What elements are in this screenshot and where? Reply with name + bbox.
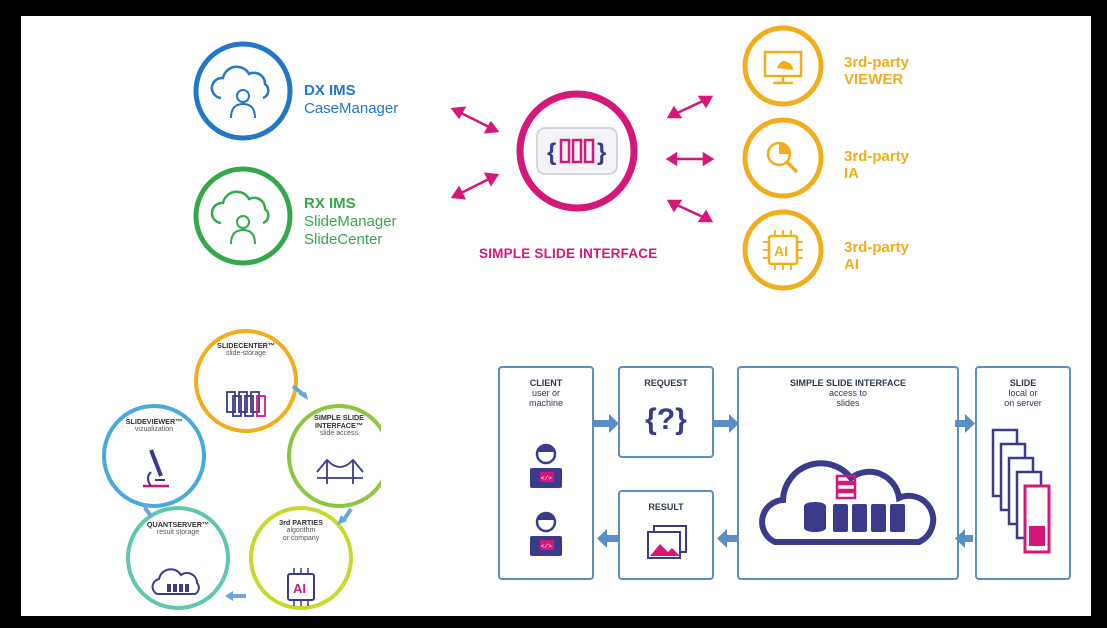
svg-text:</>: </>	[541, 543, 552, 550]
ia-label-1: 3rd-party	[844, 148, 910, 165]
parties-circle	[249, 506, 353, 610]
ia-label-2: IA	[844, 165, 859, 182]
ai-chip-icon: AI	[742, 209, 824, 291]
cloud-server-icon	[759, 460, 937, 545]
svg-text:AI: AI	[774, 243, 788, 259]
simple-slide-interface-label: SIMPLE SLIDE INTERFACE	[479, 246, 658, 261]
viewer-label-2: VIEWER	[844, 71, 904, 88]
rx-ims-title: RX IMS	[304, 195, 356, 212]
machine-icon: </>	[530, 511, 562, 556]
bridge-icon	[316, 458, 364, 484]
rx-ims-subtitle-1: SlideManager	[304, 213, 397, 230]
svg-text:{: {	[547, 139, 556, 166]
rx-ims-subtitle-2: SlideCenter	[304, 231, 383, 248]
microscope-icon	[143, 449, 169, 488]
top-graphics: { } A	[193, 25, 824, 291]
ssi-cycle-text: SIMPLE SLIDE INTERFACE™ slide access	[314, 413, 364, 438]
request-box: REQUEST {?}	[618, 366, 714, 458]
slide-stack-icon	[226, 391, 266, 417]
diagram-canvas: { } A	[21, 16, 1091, 616]
image-icon	[647, 525, 687, 559]
cycle-ai-chip-icon: AI	[287, 568, 315, 606]
slides-stack-icon	[991, 428, 1051, 554]
svg-text:}: }	[597, 139, 606, 166]
cycle-graphics: AI	[102, 329, 381, 610]
cycle-arrows	[141, 384, 353, 601]
viewer-icon	[742, 25, 824, 107]
result-text: RESULT	[648, 502, 684, 512]
result-box: RESULT	[618, 490, 714, 580]
user-icons: </> </>	[530, 443, 562, 556]
ia-icon	[742, 117, 824, 199]
viewer-label-1: 3rd-party	[844, 54, 910, 71]
rx-ims-icon	[193, 166, 293, 266]
dx-ims-icon	[193, 41, 293, 141]
dx-ims-subtitle: CaseManager	[304, 100, 399, 117]
ssi-cycle-circle	[287, 404, 381, 508]
simple-slide-interface-icon: { }	[516, 90, 638, 212]
ai-label-2: AI	[844, 256, 859, 273]
flow-arrows	[593, 414, 975, 548]
ai-label-1: 3rd-party	[844, 239, 910, 256]
parties-text: 3rd PARTIES algorithm or company	[279, 518, 323, 543]
slideviewer-text: SLIDEVIEWER™ vizualization	[125, 417, 183, 434]
slidecenter-circle	[194, 329, 298, 433]
quantserver-text: QUANTSERVER™ result storage	[146, 520, 210, 537]
slidecenter-text: SLIDECENTER™ slide-storage	[217, 341, 275, 358]
request-symbol: {?}	[645, 403, 687, 436]
user-icon: </>	[530, 443, 562, 488]
svg-text:</>: </>	[541, 475, 552, 482]
connector-arrows	[450, 95, 715, 223]
svg-text:AI: AI	[293, 581, 306, 596]
cycle-cloud-icon	[151, 568, 200, 595]
dx-ims-title: DX IMS	[304, 82, 356, 99]
request-text: REQUEST	[644, 378, 688, 388]
